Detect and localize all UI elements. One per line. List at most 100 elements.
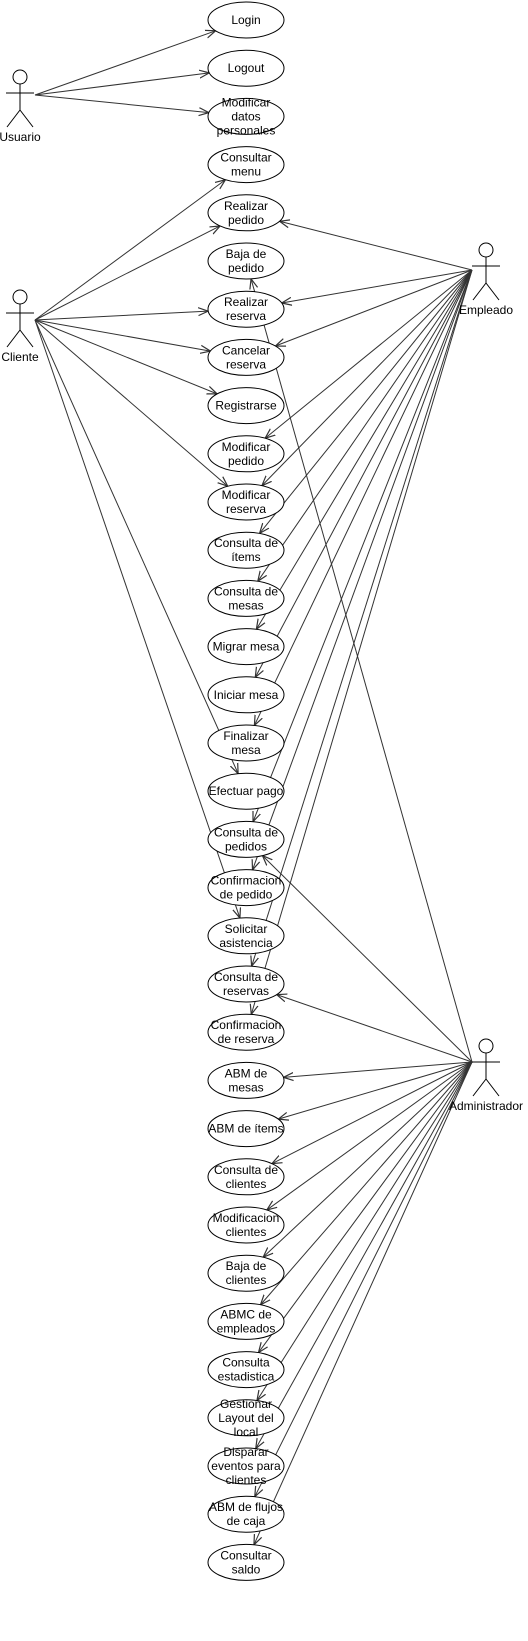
use-case-label: Consulta de [214, 536, 278, 550]
use-case-label: Iniciar mesa [214, 688, 279, 702]
use-case-label: Finalizar [223, 729, 268, 743]
actor-left-leg [6, 109, 21, 128]
association-empleado-consulta-reservas [252, 269, 473, 966]
use-case-ellipse [207, 820, 285, 858]
use-case-iniciar-mesa[interactable]: Iniciar mesa [207, 676, 285, 714]
actor-cliente[interactable]: Cliente [1, 289, 39, 364]
use-case-label: personales [217, 123, 276, 137]
association-administrador-consultar-saldo [254, 1061, 473, 1545]
use-case-label: clientes [226, 1225, 267, 1239]
use-case-label: asistencia [219, 936, 273, 950]
use-case-label: pedido [228, 213, 264, 227]
actor-label: Cliente [1, 350, 39, 364]
use-case-label: clientes [226, 1473, 267, 1487]
use-case-ellipse [207, 242, 285, 280]
association-empleado-cancelar-reserva [275, 269, 473, 346]
use-case-label: estadistica [218, 1370, 275, 1384]
association-empleado-consulta-mesas [258, 269, 473, 581]
actor-head-icon [12, 289, 28, 305]
use-case-ellipse [207, 435, 285, 473]
use-case-label: ABM de ítems [208, 1122, 283, 1136]
use-case-abm-items[interactable]: ABM de ítems [207, 1110, 285, 1148]
use-case-label: ABM de flujos [209, 1500, 283, 1514]
association-administrador-consulta-estadistica [258, 1061, 473, 1353]
association-administrador-consulta-pedidos [262, 856, 473, 1063]
use-case-login[interactable]: Login [207, 1, 285, 39]
association-empleado-migrar-mesa [256, 269, 473, 629]
use-case-ellipse [207, 483, 285, 521]
use-case-logout[interactable]: Logout [207, 49, 285, 87]
association-cliente-modificar-reserva [34, 319, 228, 486]
use-case-label: Baja de [226, 1259, 267, 1273]
use-case-label: Layout del [218, 1411, 273, 1425]
use-case-label: Modificar [222, 440, 271, 454]
association-empleado-confirmacion-pedido [252, 269, 473, 870]
use-case-label: eventos para [211, 1459, 281, 1473]
use-case-ellipse [207, 338, 285, 376]
association-administrador-abmc-empleados [260, 1061, 473, 1305]
use-case-ellipse [207, 1013, 285, 1051]
association-empleado-consulta-items [260, 269, 473, 533]
use-case-label: clientes [226, 1273, 267, 1287]
actor-left-leg [472, 282, 487, 301]
actor-administrador[interactable]: Administrador [449, 1038, 523, 1113]
use-case-ellipse [207, 194, 285, 232]
use-case-ellipse [207, 772, 285, 810]
use-case-label: empleados [217, 1321, 276, 1335]
association-usuario-logout [34, 73, 209, 96]
association-administrador-abm-mesas [283, 1061, 473, 1077]
association-cliente-cancelar-reserva [34, 319, 210, 351]
association-usuario-login [34, 31, 216, 96]
use-case-label: Realizar [224, 295, 268, 309]
actor-empleado[interactable]: Empleado [459, 242, 513, 317]
use-case-ellipse [207, 146, 285, 184]
use-case-ellipse [207, 676, 285, 714]
use-case-label: Solicitar [225, 922, 268, 936]
use-case-registrarse[interactable]: Registrarse [207, 387, 285, 425]
use-case-efectuar-pago[interactable]: Efectuar pago [207, 772, 285, 810]
association-administrador-consulta-clientes [272, 1061, 473, 1164]
use-case-label: Migrar mesa [213, 640, 280, 654]
use-case-ellipse [207, 1351, 285, 1389]
use-case-label: saldo [232, 1562, 261, 1576]
use-case-ellipse [207, 579, 285, 617]
use-case-label: Modificar [222, 488, 271, 502]
actor-usuario[interactable]: Usuario [0, 69, 41, 144]
use-case-ellipse [207, 1158, 285, 1196]
association-administrador-abm-items [278, 1061, 473, 1119]
use-case-label: Gestionar [220, 1397, 272, 1411]
use-case-label: Registrarse [215, 399, 277, 413]
use-case-label: pedido [228, 261, 264, 275]
association-administrador-baja-pedido [251, 279, 473, 1063]
use-case-ellipse [207, 49, 285, 87]
association-administrador-disparar-eventos [256, 1061, 473, 1449]
use-case-label: ABMC de [220, 1307, 272, 1321]
use-case-migrar-mesa[interactable]: Migrar mesa [207, 628, 285, 666]
